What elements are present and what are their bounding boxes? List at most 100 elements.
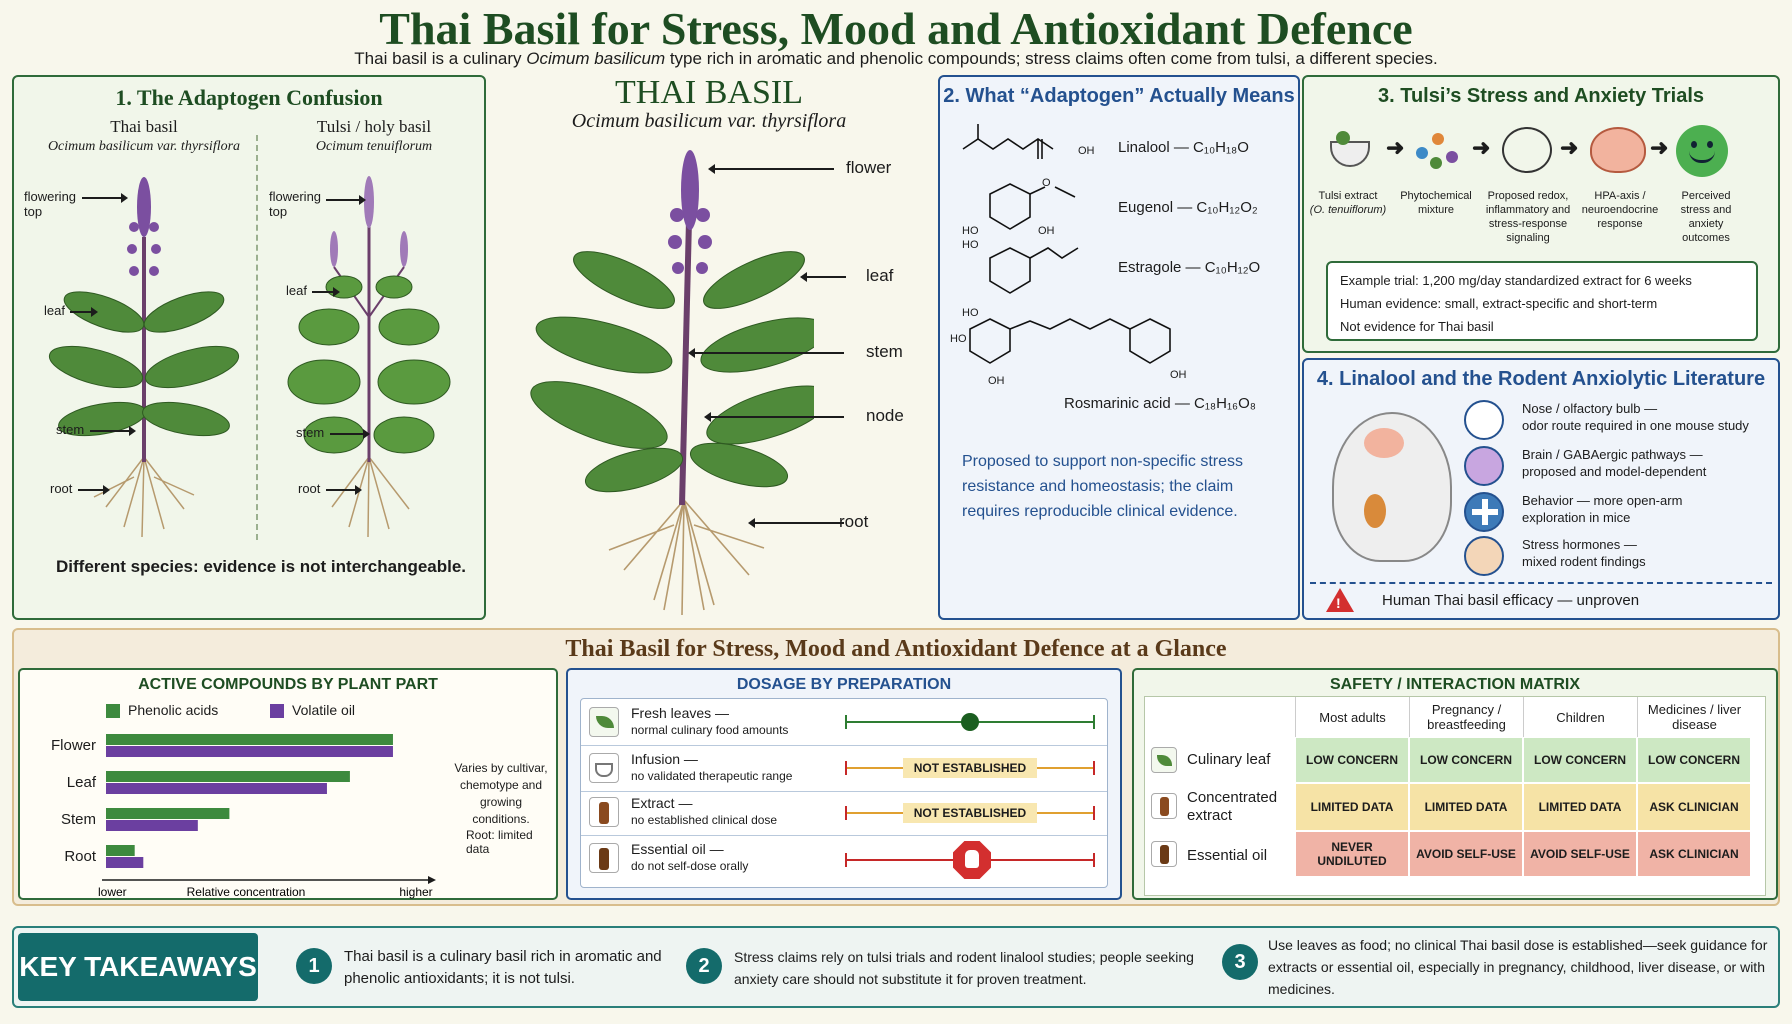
- tulsi-latin: Ocimum tenuiflorum: [315, 139, 433, 154]
- rosmarinic-oh-right: OH: [1170, 369, 1187, 381]
- row-label-essential-oil: Essential oil: [1187, 847, 1268, 864]
- arrow-root-right: [326, 485, 362, 495]
- label-root-left: root: [50, 481, 73, 496]
- bar-root-phenolic-acids: [106, 845, 135, 856]
- gauge-essential-oil-cap-left: [845, 853, 847, 867]
- eugenol-o: O: [1042, 177, 1051, 189]
- oil-bottle-icon: [1151, 841, 1177, 867]
- thai-basil-name: Thai basil: [110, 117, 178, 136]
- takeaway-number-2: 2: [686, 948, 722, 984]
- takeaway-text-2: Stress claims rely on tulsi trials and r…: [734, 949, 1194, 987]
- estragole-name: Estragole — C₁₀H₁₂O: [1118, 259, 1261, 276]
- x-axis-title: Relative concentration: [187, 885, 306, 899]
- rosmarinic-name: Rosmarinic acid — C₁₈H₁₆O₈: [1064, 395, 1256, 412]
- safety-matrix-panel: SAFETY / INTERACTION MATRIX Most adults …: [1132, 668, 1778, 900]
- item-behavior: Behavior — more open-arm exploration in …: [1522, 493, 1683, 525]
- adaptogen-confusion-panel: 1. The Adaptogen Confusion Thai basil Oc…: [12, 75, 486, 620]
- status-badge-extract: NOT ESTABLISHED: [903, 803, 1037, 823]
- label-flower: flower: [846, 158, 892, 177]
- key-takeaways-label: KEY TAKEAWAYS: [18, 933, 258, 1001]
- rosmarinic-acid-structure: [969, 318, 1171, 364]
- adaptogen-note: Proposed to support non-specific stress …: [962, 453, 1244, 520]
- row-label-extract: Concentrated extract: [1187, 789, 1278, 824]
- x-axis-arrowhead: [428, 876, 436, 884]
- legend-label-phenolic: Phenolic acids: [128, 702, 219, 718]
- arrow-flowering-top-left: [82, 193, 128, 203]
- mortar-icon: [1326, 127, 1374, 171]
- dosage-extract: Extract — no established clinical dose: [631, 795, 778, 827]
- arrow-root: [748, 518, 844, 528]
- section4-title: 4. Linalool and the Rodent Anxiolytic Li…: [1316, 368, 1766, 390]
- label-leaf-right: leaf: [286, 283, 307, 298]
- gauge-infusion-cap-right: [1093, 761, 1095, 775]
- estragole-ho: HO: [962, 239, 979, 251]
- safety-cell: AVOID SELF-USE: [1409, 831, 1523, 877]
- arrow-leaf-left: [70, 307, 98, 317]
- dosage-title: DOSAGE BY PREPARATION: [736, 676, 952, 693]
- safety-cell: NEVER UNDILUTED: [1295, 831, 1409, 877]
- thai-basil-plant-illustration: [48, 177, 240, 538]
- legend-swatch-volatile: [270, 704, 284, 718]
- safety-cell: ASK CLINICIAN: [1637, 831, 1751, 877]
- glance-title: Thai Basil for Stress, Mood and Antioxid…: [565, 636, 1227, 662]
- species-divider: [256, 135, 258, 540]
- flow-arrow-2: ➜: [1472, 135, 1491, 160]
- gauge-extract-cap-left: [845, 806, 847, 820]
- thai-basil-main-illustration: [530, 150, 814, 616]
- step-outcomes: Perceived stress and anxiety outcomes: [1680, 190, 1732, 244]
- gauge-essential-oil-cap-right: [1093, 853, 1095, 867]
- rosmarinic-ho-top: HO: [962, 307, 979, 319]
- rosmarinic-ho-left: HO: [950, 333, 967, 345]
- label-root-right: root: [298, 481, 321, 496]
- bar-stem-volatile-oil: [106, 820, 198, 831]
- label-root: root: [839, 512, 869, 531]
- center-latin: Ocimum basilicum var. thyrsiflora: [571, 110, 847, 132]
- dosage-table: Fresh leaves — normal culinary food amou…: [580, 698, 1108, 888]
- safety-cell: AVOID SELF-USE: [1523, 831, 1637, 877]
- axis-label-higher: higher: [399, 885, 432, 899]
- arrow-leaf-right: [312, 287, 340, 297]
- smiley-icon: [1676, 125, 1728, 177]
- section1-title: 1. The Adaptogen Confusion: [115, 85, 383, 110]
- takeaway-text-1: Thai basil is a culinary basil rich in a…: [344, 948, 662, 987]
- col-medicines: Medicines / liver disease: [1637, 697, 1751, 737]
- safety-title: SAFETY / INTERACTION MATRIX: [1329, 676, 1581, 693]
- center-title: THAI BASIL: [615, 74, 803, 111]
- mouse-illustration: [1332, 412, 1452, 562]
- arrow-stem-left: [90, 426, 136, 436]
- chart-note-root: Root: limited data: [466, 828, 533, 856]
- warning-text: !: [1336, 595, 1341, 611]
- item-stress-hormones: Stress hormones — mixed rodent findings: [1522, 537, 1646, 569]
- cup-icon: [589, 753, 619, 783]
- dosage-fresh-leaves: Fresh leaves — normal culinary food amou…: [631, 705, 789, 737]
- gauge-fresh-leaves-marker: [961, 713, 979, 731]
- legend-swatch-phenolic: [106, 704, 120, 718]
- trial-evidence-box: Example trial: 1,200 mg/day standardized…: [1326, 261, 1758, 341]
- center-plant-area: THAI BASIL Ocimum basilicum var. thyrsif…: [494, 70, 934, 625]
- arrow-flowering-top-right: [326, 195, 366, 205]
- extract-bottle-icon: [1151, 793, 1177, 819]
- label-leaf: leaf: [866, 266, 894, 285]
- item-nose: Nose / olfactory bulb — odor route requi…: [1522, 401, 1749, 433]
- takeaway-number-1: 1: [296, 948, 332, 984]
- tick-label-root: Root: [64, 848, 97, 865]
- label-stem-right: stem: [296, 425, 325, 440]
- section2-title: 2. What “Adaptogen” Actually Means: [943, 85, 1295, 107]
- gauge-extract-cap-right: [1093, 806, 1095, 820]
- brain-small-icon: [1464, 446, 1504, 486]
- arrow-stem: [688, 348, 844, 358]
- safety-cell: LOW CONCERN: [1409, 737, 1523, 783]
- eugenol-structure: [989, 183, 1076, 230]
- gauge-fresh-leaves-cap-right: [1093, 715, 1095, 729]
- label-node: node: [866, 406, 904, 425]
- flow-arrow-4: ➜: [1650, 135, 1669, 160]
- arrow-root-left: [78, 485, 110, 495]
- page-subtitle: Thai basil is a culinary Ocimum basilicu…: [354, 49, 1438, 68]
- estragole-structure: [989, 247, 1079, 294]
- arrow-leaf: [800, 272, 846, 282]
- col-children: Children: [1523, 697, 1637, 737]
- safety-cell: LIMITED DATA: [1523, 783, 1637, 831]
- dosage-infusion: Infusion — no validated therapeutic rang…: [631, 751, 793, 783]
- tick-label-leaf: Leaf: [67, 774, 97, 791]
